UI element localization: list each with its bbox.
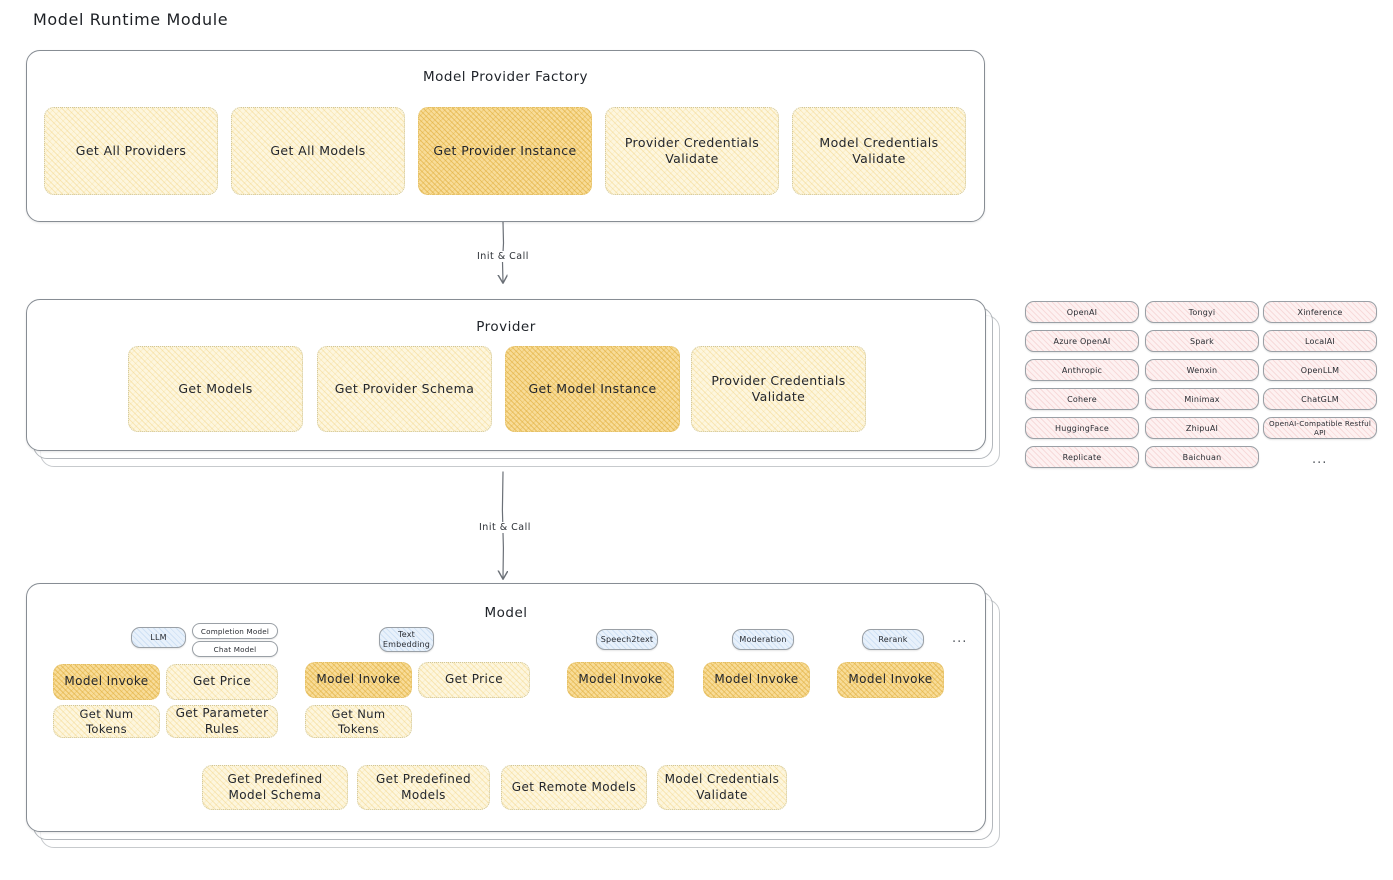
provider-chip-baichuan[interactable]: Baichuan — [1145, 446, 1259, 468]
provider-chip-localai[interactable]: LocalAI — [1263, 330, 1377, 352]
provider-chip-openai-compatible-restful-api[interactable]: OpenAI-Compatible Restful API — [1263, 417, 1377, 439]
model-subtype-chip-chat-model[interactable]: Chat Model — [192, 641, 278, 657]
provider-chip-tongyi[interactable]: Tongyi — [1145, 301, 1259, 323]
model-types-more-ellipsis: ... — [952, 631, 968, 646]
model-subtype-chip-completion-model[interactable]: Completion Model — [192, 623, 278, 639]
model-type-chip-moderation[interactable]: Moderation — [732, 629, 794, 650]
provider-chip-huggingface[interactable]: HuggingFace — [1025, 417, 1139, 439]
model-type-chip-speech2text[interactable]: Speech2text — [596, 629, 658, 650]
model-shared-node-get-predefined-model-schema[interactable]: Get Predefined Model Schema — [202, 765, 348, 810]
provider-list-more-ellipsis: ... — [1312, 452, 1328, 467]
llm-node-get-parameter-rules[interactable]: Get Parameter Rules — [166, 705, 278, 738]
provider-chip-spark[interactable]: Spark — [1145, 330, 1259, 352]
model-shared-node-get-remote-models[interactable]: Get Remote Models — [501, 765, 647, 810]
speech2text-node-model-invoke[interactable]: Model Invoke — [567, 662, 674, 698]
factory-node-get-all-providers[interactable]: Get All Providers — [44, 107, 218, 195]
provider-title: Provider — [476, 319, 536, 335]
provider-container: Provider Get Models Get Provider Schema … — [26, 299, 1000, 467]
factory-node-get-all-models[interactable]: Get All Models — [231, 107, 405, 195]
model-shared-node-get-predefined-models[interactable]: Get Predefined Models — [357, 765, 490, 810]
model-type-chip-text-embedding[interactable]: Text Embedding — [379, 627, 434, 652]
provider-chip-cohere[interactable]: Cohere — [1025, 388, 1139, 410]
model-type-chip-rerank[interactable]: Rerank — [862, 629, 924, 650]
factory-title: Model Provider Factory — [422, 69, 588, 85]
provider-chip-minimax[interactable]: Minimax — [1145, 388, 1259, 410]
factory-node-get-provider-instance[interactable]: Get Provider Instance — [418, 107, 592, 195]
provider-node-get-model-instance[interactable]: Get Model Instance — [505, 346, 680, 432]
llm-node-get-num-tokens[interactable]: Get Num Tokens — [53, 705, 160, 738]
provider-chip-wenxin[interactable]: Wenxin — [1145, 359, 1259, 381]
text-embedding-node-get-price[interactable]: Get Price — [418, 662, 530, 698]
rerank-node-model-invoke[interactable]: Model Invoke — [837, 662, 944, 698]
provider-chip-azure-openai[interactable]: Azure OpenAI — [1025, 330, 1139, 352]
model-card-front — [26, 583, 986, 832]
provider-chip-openllm[interactable]: OpenLLM — [1263, 359, 1377, 381]
model-provider-factory-container: Model Provider Factory Get All Providers… — [26, 50, 985, 222]
provider-chip-replicate[interactable]: Replicate — [1025, 446, 1139, 468]
provider-node-get-provider-schema[interactable]: Get Provider Schema — [317, 346, 492, 432]
arrow-label-init-call-1: Init & Call — [473, 251, 533, 262]
moderation-node-model-invoke[interactable]: Model Invoke — [703, 662, 810, 698]
factory-node-model-credentials-validate[interactable]: Model Credentials Validate — [792, 107, 966, 195]
factory-node-provider-credentials-validate[interactable]: Provider Credentials Validate — [605, 107, 779, 195]
page-title: Model Runtime Module — [33, 10, 229, 29]
arrow-label-init-call-2: Init & Call — [475, 522, 535, 533]
provider-chip-zhipuai[interactable]: ZhipuAI — [1145, 417, 1259, 439]
model-shared-node-model-credentials-validate[interactable]: Model Credentials Validate — [657, 765, 787, 810]
llm-node-model-invoke[interactable]: Model Invoke — [53, 664, 160, 700]
provider-chip-anthropic[interactable]: Anthropic — [1025, 359, 1139, 381]
text-embedding-node-get-num-tokens[interactable]: Get Num Tokens — [305, 705, 412, 738]
model-container: Model LLM Completion Model Chat Model Mo… — [26, 583, 1000, 848]
provider-chip-chatglm[interactable]: ChatGLM — [1263, 388, 1377, 410]
model-type-chip-llm[interactable]: LLM — [131, 627, 186, 648]
provider-chip-openai[interactable]: OpenAI — [1025, 301, 1139, 323]
provider-node-get-models[interactable]: Get Models — [128, 346, 303, 432]
model-title: Model — [484, 605, 528, 621]
provider-node-provider-credentials-validate[interactable]: Provider Credentials Validate — [691, 346, 866, 432]
text-embedding-node-model-invoke[interactable]: Model Invoke — [305, 662, 412, 698]
llm-node-get-price[interactable]: Get Price — [166, 664, 278, 700]
provider-chip-xinference[interactable]: Xinference — [1263, 301, 1377, 323]
